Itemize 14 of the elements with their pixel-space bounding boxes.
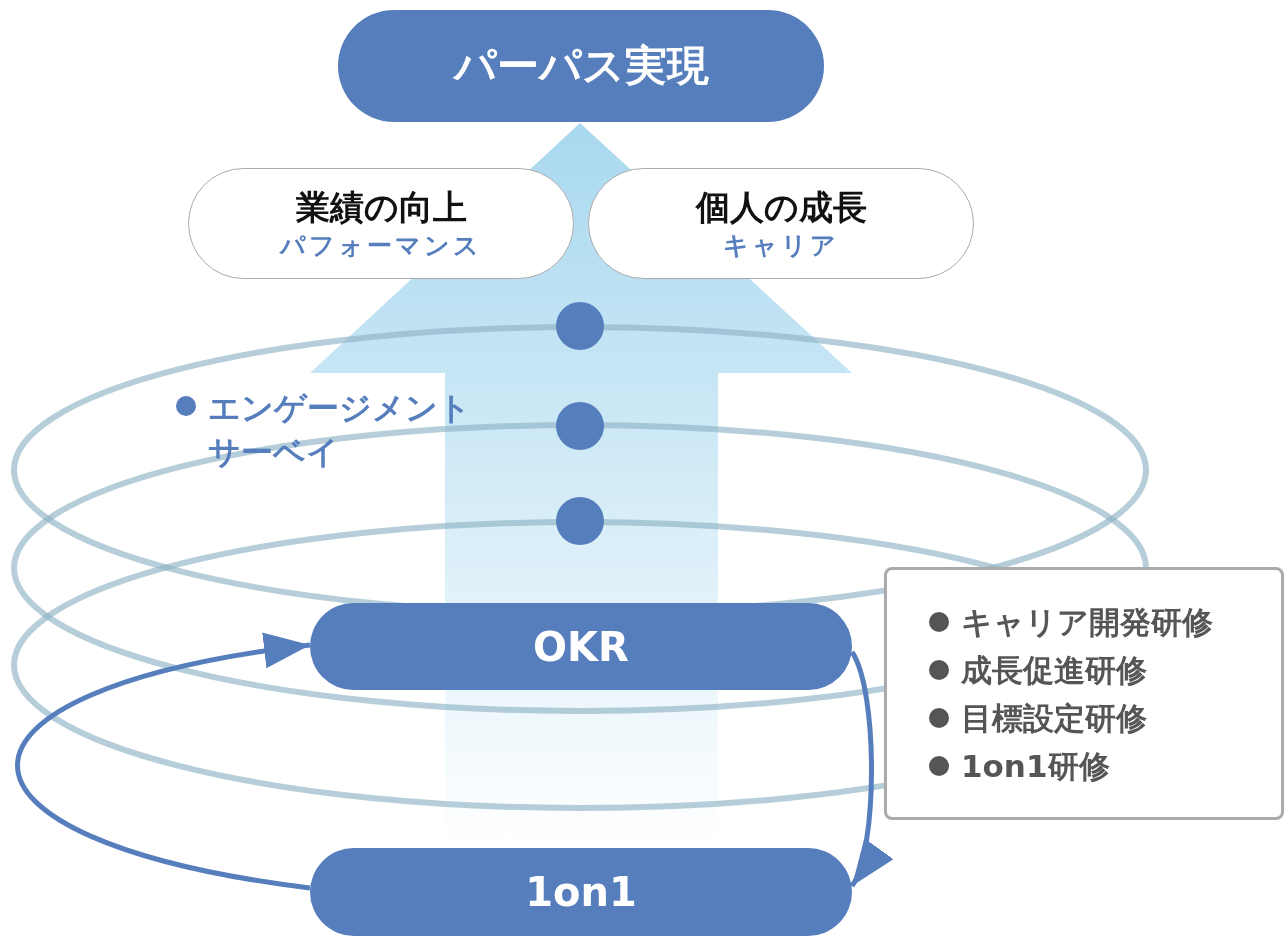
pill-subheading: パフォーマンス [280, 229, 482, 262]
cycle-arrow [849, 650, 890, 888]
pill-heading: 個人の成長 [695, 185, 867, 229]
training-list-box [884, 567, 1284, 820]
list-item: キャリア開発研修 [961, 602, 1213, 642]
cycle-arrow [16, 634, 311, 891]
pill-subheading: キャリア [723, 229, 839, 262]
list-item: 成長促進研修 [961, 650, 1147, 690]
list-item: 目標設定研修 [961, 698, 1147, 738]
pill-label: パーパス実現 [453, 40, 709, 92]
list-item: 1on1研修 [961, 746, 1110, 786]
pill-heading: 業績の向上 [295, 185, 467, 229]
pill-label: 1on1 [525, 869, 637, 915]
pill-label: OKR [533, 623, 629, 670]
